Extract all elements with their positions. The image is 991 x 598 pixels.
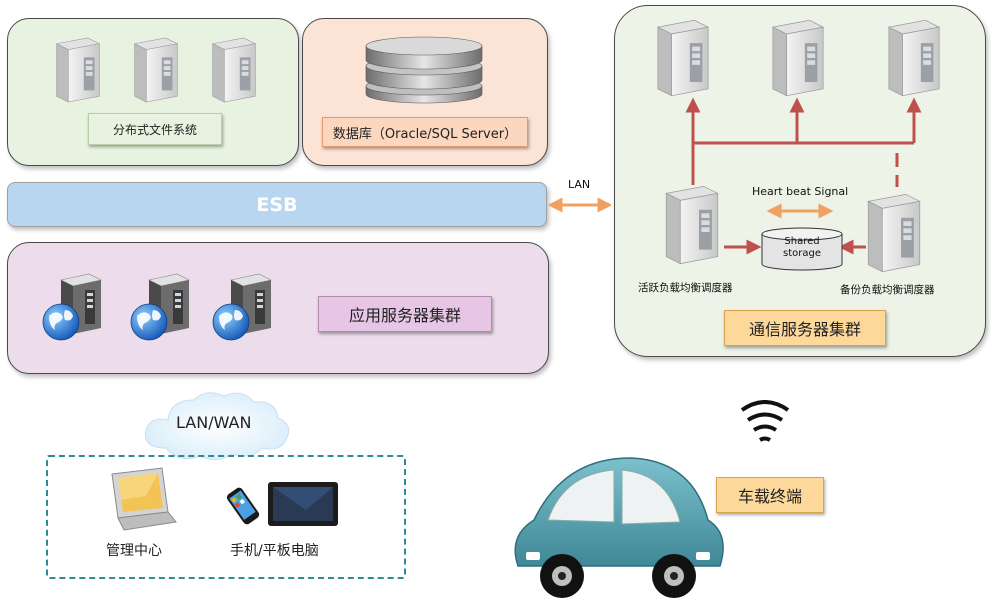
active-balancer-label: 活跃负载均衡调度器 (638, 282, 733, 294)
app-globe-server-2 (126, 272, 198, 342)
active-balancer-server (656, 184, 728, 266)
tablet-icon (268, 482, 338, 526)
cloud-label: LAN/WAN (176, 413, 252, 432)
management-label: 管理中心 (106, 543, 162, 559)
clients-box (46, 455, 406, 579)
heartbeat-label: Heart beat Signal (752, 185, 849, 198)
car-icon (514, 457, 724, 598)
app-globe-server-3 (208, 272, 280, 342)
cloud-icon (144, 392, 290, 460)
database-icon (365, 36, 483, 104)
app-cluster-label: 应用服务器集群 (318, 296, 492, 332)
backup-balancer-server (858, 192, 930, 274)
lan-label: LAN (568, 178, 591, 191)
comm-connections (685, 97, 922, 255)
dfs-label: 分布式文件系统 (88, 113, 222, 145)
vehicle-label: 车载终端 (716, 477, 824, 513)
phone-icon (226, 487, 260, 525)
esb-label: ESB (256, 193, 298, 216)
wireless-signal-icon (740, 400, 790, 442)
dfs-server-1 (48, 36, 108, 104)
db-label: 数据库（Oracle/SQL Server） (322, 117, 528, 147)
lan-arrow (549, 197, 611, 213)
shared-storage-icon (761, 227, 843, 271)
monitor-icon (111, 467, 177, 531)
esb-bar: ESB (7, 182, 547, 227)
dfs-server-2 (126, 36, 186, 104)
dfs-server-3 (204, 36, 264, 104)
app-globe-server-1 (38, 272, 110, 342)
backup-balancer-label: 备份负载均衡调度器 (840, 284, 935, 296)
mobile-label: 手机/平板电脑 (230, 543, 319, 559)
comm-cluster-label: 通信服务器集群 (724, 310, 886, 346)
shared-storage-label: Shared storage (783, 236, 821, 259)
